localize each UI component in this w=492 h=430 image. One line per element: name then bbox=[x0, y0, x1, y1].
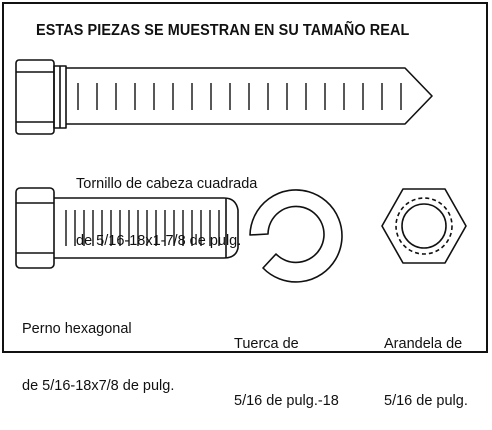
hex-bolt-drawing bbox=[15, 187, 239, 269]
washer-caption-line-2: 5/16 de pulg.-18 bbox=[234, 393, 339, 409]
hex-nut-drawing bbox=[381, 188, 467, 264]
diagram-frame bbox=[2, 2, 488, 353]
square-head-screw-drawing bbox=[15, 59, 433, 135]
washer-caption: Tuerca de 5/16 de pulg.-18 bbox=[234, 297, 339, 430]
diagram-title: ESTAS PIEZAS SE MUESTRAN EN SU TAMAÑO RE… bbox=[36, 22, 410, 39]
bolt-caption: Perno hexagonal de 5/16-18x7/8 de pulg. bbox=[22, 282, 174, 415]
bolt-caption-line-1: Perno hexagonal bbox=[22, 321, 132, 337]
lock-washer-drawing bbox=[249, 189, 343, 283]
nut-caption-line-2: 5/16 de pulg. bbox=[384, 393, 468, 409]
nut-caption: Arandela de 5/16 de pulg. bbox=[384, 297, 468, 430]
screw-caption-line-2: de 5/16-18x1-7/8 de pulg. bbox=[76, 233, 242, 249]
screw-caption-line-1: Tornillo de cabeza cuadrada bbox=[76, 176, 258, 192]
parts-artwork bbox=[15, 59, 467, 283]
bolt-caption-line-2: de 5/16-18x7/8 de pulg. bbox=[22, 378, 175, 394]
screw-caption: Tornillo de cabeza cuadrada de 5/16-18x1… bbox=[76, 137, 257, 270]
nut-caption-line-1: Arandela de bbox=[384, 336, 463, 352]
washer-caption-line-1: Tuerca de bbox=[234, 336, 299, 352]
